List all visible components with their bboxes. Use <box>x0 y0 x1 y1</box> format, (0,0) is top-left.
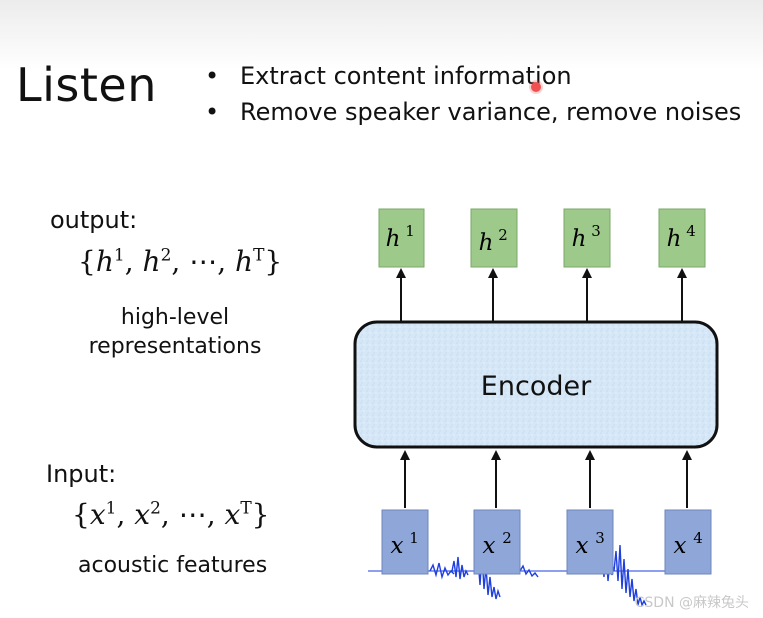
set-close-brace: } <box>251 498 270 531</box>
bullet-list: Extract content information Remove speak… <box>205 58 741 130</box>
set-item: x <box>89 498 106 531</box>
set-item: h <box>235 245 254 278</box>
set-sup: T <box>253 245 265 266</box>
output-box-base: h <box>479 230 494 256</box>
bullet-item-2: Remove speaker variance, remove noises <box>205 94 741 130</box>
input-box-sup: 3 <box>595 529 605 547</box>
bullet-item-1: Extract content information <box>205 58 741 94</box>
set-item: x <box>134 498 151 531</box>
input-box-sup: 4 <box>693 529 703 547</box>
input-box-base: x <box>576 533 589 559</box>
output-box-h2: h 2 <box>470 208 518 268</box>
set-ellipsis: ⋯ <box>178 498 207 531</box>
encoder-block <box>353 320 719 449</box>
input-label: Input: <box>46 460 117 488</box>
waveform <box>429 544 647 608</box>
output-box-base: h <box>667 226 682 252</box>
input-box-base: x <box>674 533 687 559</box>
set-ellipsis: ⋯ <box>189 245 218 278</box>
input-box-x4: x 4 <box>664 509 712 575</box>
input-box-sup: 2 <box>502 529 512 547</box>
set-item: h <box>95 245 114 278</box>
output-box-sup: 1 <box>405 222 415 240</box>
set-sup: T <box>240 498 252 519</box>
set-item: x <box>224 498 241 531</box>
input-box-x3: x 3 <box>566 509 614 575</box>
set-item: h <box>142 245 161 278</box>
output-box-h1: h 1 <box>378 208 425 268</box>
input-box-sup: 1 <box>409 529 419 547</box>
slide-title: Listen <box>16 58 157 112</box>
output-label: output: <box>50 206 138 234</box>
watermark: CSDN @麻辣兔头 <box>634 595 749 611</box>
output-box-sup: 3 <box>591 222 601 240</box>
output-box-h4: h 4 <box>658 208 706 268</box>
set-close-brace: } <box>264 245 283 278</box>
set-sup: 2 <box>150 498 161 519</box>
input-set: {x1, x2, ⋯, xT} <box>72 498 270 531</box>
input-box-x1: x 1 <box>381 509 429 575</box>
output-caption: high-level representations <box>80 305 270 359</box>
output-box-h3: h 3 <box>563 208 611 268</box>
output-caption-line1: high-level <box>120 305 230 330</box>
encoder-label: Encoder <box>481 371 592 402</box>
output-caption-line2: representations <box>88 334 262 359</box>
input-box-x2: x 2 <box>473 509 521 575</box>
set-sup: 1 <box>105 498 117 519</box>
output-box-base: h <box>572 226 587 252</box>
set-sup: 1 <box>113 245 125 266</box>
output-set: {h1, h2, ⋯, hT} <box>78 245 283 278</box>
set-sup: 2 <box>160 245 172 266</box>
laser-pointer-icon <box>531 82 541 92</box>
input-box-base: x <box>483 533 496 559</box>
input-caption: acoustic features <box>78 553 268 578</box>
output-box-base: h <box>386 226 401 252</box>
set-open-brace: { <box>72 498 90 531</box>
output-box-sup: 4 <box>686 222 696 240</box>
set-open-brace: { <box>78 245 96 278</box>
input-box-base: x <box>391 533 404 559</box>
output-box-sup: 2 <box>498 226 508 244</box>
